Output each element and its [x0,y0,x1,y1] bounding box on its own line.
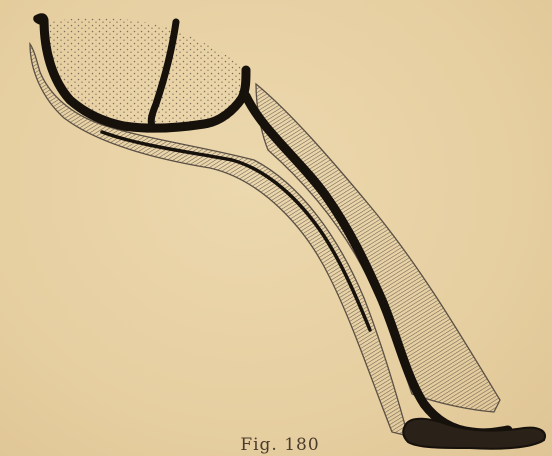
figure-caption: Fig. 180 [180,434,380,456]
crown-tip [33,13,48,25]
root-apex [403,419,545,449]
